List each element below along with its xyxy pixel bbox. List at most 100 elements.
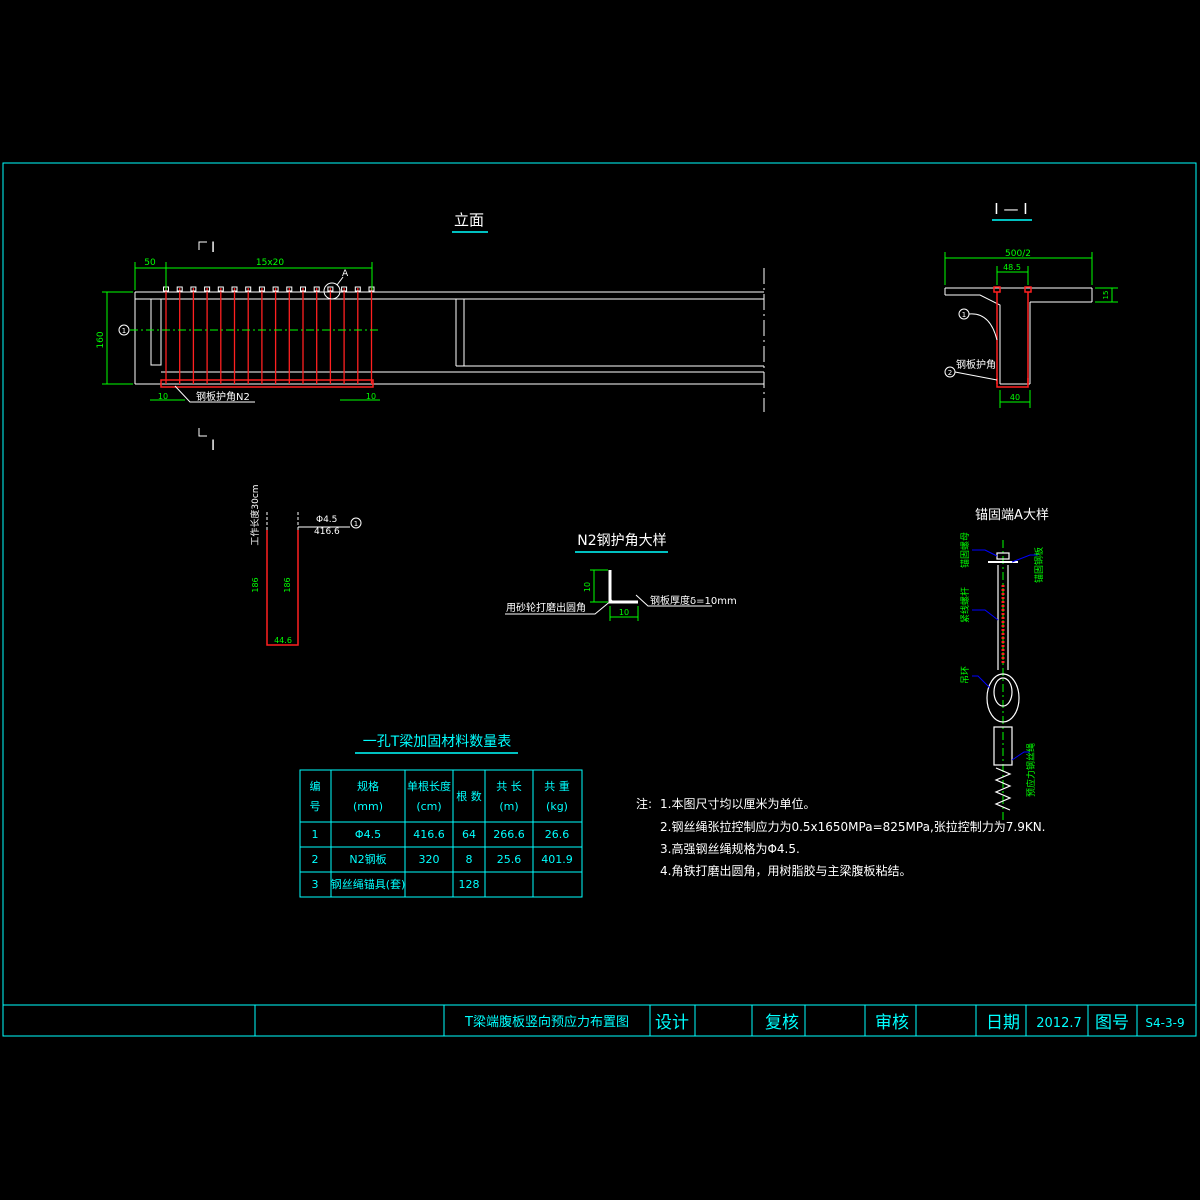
- table-cell: 320: [419, 853, 440, 866]
- wire-anchor-cap: [258, 286, 265, 292]
- wire-anchor-cap: [204, 286, 211, 292]
- section-mark-bottom: [198, 428, 207, 437]
- table-cell: 钢丝绳锚具(套): [331, 877, 406, 891]
- section-view: I — I: [944, 200, 1118, 408]
- section-title: I — I: [994, 200, 1027, 218]
- dim-bottom-right: 10: [366, 392, 376, 401]
- dim-span: 15x20: [256, 258, 285, 268]
- review-label: 复核: [765, 1013, 799, 1033]
- wire-anchor-cap: [341, 286, 348, 292]
- beam-outline: [134, 268, 765, 412]
- dim-bottom-left: 10: [158, 392, 168, 401]
- wire-dim-bottom: 44.6: [274, 636, 292, 645]
- anchor-label-ring: 吊环: [960, 666, 971, 684]
- wire-length: 416.6: [314, 527, 340, 537]
- table-header-cell: 规格: [357, 779, 379, 793]
- callout-circle-1: [118, 324, 130, 336]
- table-header-cell: 共 长: [496, 780, 522, 793]
- anchor-label-bolt: 紧线螺杆: [959, 587, 971, 623]
- wire-callout: 1: [354, 520, 358, 528]
- plate-label: 钢板护角N2: [196, 390, 250, 403]
- table-title: 一孔T梁加固材料数量表: [363, 734, 512, 750]
- thickness-note: 钢板厚度δ=10mm: [650, 594, 737, 607]
- n2-title: N2钢护角大样: [577, 533, 666, 549]
- anchor-label-plate: 锚固钢板: [1033, 547, 1045, 583]
- wire-anchor-cap: [217, 286, 224, 292]
- elevation-title: 立面: [454, 211, 484, 229]
- table-cell: 3: [312, 878, 319, 891]
- elevation-dimensions: [102, 262, 380, 401]
- wire-dim-right: 186: [283, 577, 292, 592]
- table-cell: 2: [312, 853, 319, 866]
- table-cell: 26.6: [545, 828, 570, 841]
- wire-shape: [266, 530, 299, 646]
- table-cell: 416.6: [413, 828, 445, 841]
- detail-a-label: A: [342, 269, 349, 279]
- work-length-label: 工作长度30cm: [249, 484, 261, 545]
- note-line-3: 3.高强钢丝绳规格为Φ4.5.: [660, 841, 800, 856]
- table-header-cell: 单根长度: [407, 779, 451, 793]
- n2-detail: N2钢护角大样 10 10 用砂轮打磨出圆角 钢板厚度δ=10mm: [505, 533, 737, 621]
- table-cell: Φ4.5: [355, 828, 381, 841]
- table-cell: 1: [312, 828, 319, 841]
- table-header-cell: 根 数: [456, 789, 482, 803]
- wire-spec: Φ4.5: [316, 515, 337, 525]
- approve-label: 审核: [875, 1013, 909, 1033]
- table-header-cell: 共 重: [544, 779, 570, 793]
- dim-left-50: 50: [144, 258, 156, 268]
- wire-anchor-cap: [300, 286, 306, 292]
- table-cell: 25.6: [497, 853, 522, 866]
- section-dim-top: 500/2: [1005, 249, 1031, 259]
- table-header-cell: (kg): [546, 800, 568, 813]
- callout-1-label: 1: [122, 327, 126, 335]
- wire-anchor-cap: [190, 286, 197, 292]
- wire-anchor-cap: [176, 286, 183, 292]
- table-header-cell: 编: [310, 779, 321, 793]
- table-header-cell: (mm): [353, 800, 383, 813]
- notes-prefix: 注:: [636, 796, 652, 811]
- elevation-view: 立面 50: [96, 211, 765, 454]
- n2-dim-vertical: 10: [583, 582, 592, 592]
- wire-anchor-cap: [245, 286, 252, 292]
- date-label: 日期: [986, 1013, 1020, 1033]
- sheet-value: S4-3-9: [1145, 1016, 1184, 1030]
- anchor-label-wire: 预应力钢丝绳: [1025, 743, 1037, 797]
- drawing-title: T梁端腹板竖向预应力布置图: [464, 1014, 629, 1030]
- note-line-1: 1.本图尺寸均以厘米为单位。: [660, 796, 815, 811]
- table-header-cell: (cm): [416, 800, 441, 813]
- drawing-frame: [2, 162, 1197, 1037]
- table-cell: 401.9: [541, 853, 573, 866]
- wire-detail: 工作长度30cm Φ4.5 416.6 1 186 186 44.6: [249, 484, 362, 646]
- wire-anchor-cap: [354, 286, 361, 292]
- table-cell: 266.6: [493, 828, 525, 841]
- anchor-label-nut: 锚固螺母: [959, 532, 971, 568]
- table-cell: 8: [466, 853, 473, 866]
- table-cell: 64: [462, 828, 476, 841]
- section-plate-label: 钢板护角: [956, 358, 996, 371]
- n2-dim-horizontal: 10: [619, 608, 629, 617]
- wire-callout-circle: [350, 517, 362, 529]
- section-dim-bottom: 40: [1010, 393, 1020, 402]
- wire-anchor-cap: [313, 286, 320, 292]
- plate-leader: [174, 385, 255, 403]
- wire-anchor-cap: [272, 286, 279, 292]
- section-dim-flange: 15: [1102, 291, 1110, 300]
- grind-note: 用砂轮打磨出圆角: [506, 601, 586, 614]
- note-line-2: 2.钢丝绳张拉控制应力为0.5x1650MPa=825MPa,张拉控制力为7.9…: [660, 819, 1046, 834]
- section-mark-top-label: I: [211, 240, 215, 256]
- section-mark-bottom-label: I: [211, 438, 215, 454]
- angle-profile: [608, 570, 638, 604]
- note-line-4: 4.角铁打磨出圆角，用树脂胶与主梁腹板粘结。: [660, 863, 911, 878]
- dim-height: 160: [96, 331, 106, 348]
- anchor-title: 锚固端A大样: [975, 508, 1049, 523]
- title-block: T梁端腹板竖向预应力布置图 设计 复核 审核 日期 2012.7 图号 S4-3…: [3, 1004, 1196, 1036]
- sheet-label: 图号: [1095, 1013, 1129, 1033]
- table-cell: N2钢板: [349, 852, 386, 866]
- table-header-cell: 号: [310, 800, 321, 813]
- wire-anchor-cap: [286, 286, 293, 292]
- wire-dim-left: 186: [251, 577, 260, 592]
- wire-anchor-cap: [231, 286, 238, 292]
- section-dim-web: 48.5: [1003, 263, 1021, 272]
